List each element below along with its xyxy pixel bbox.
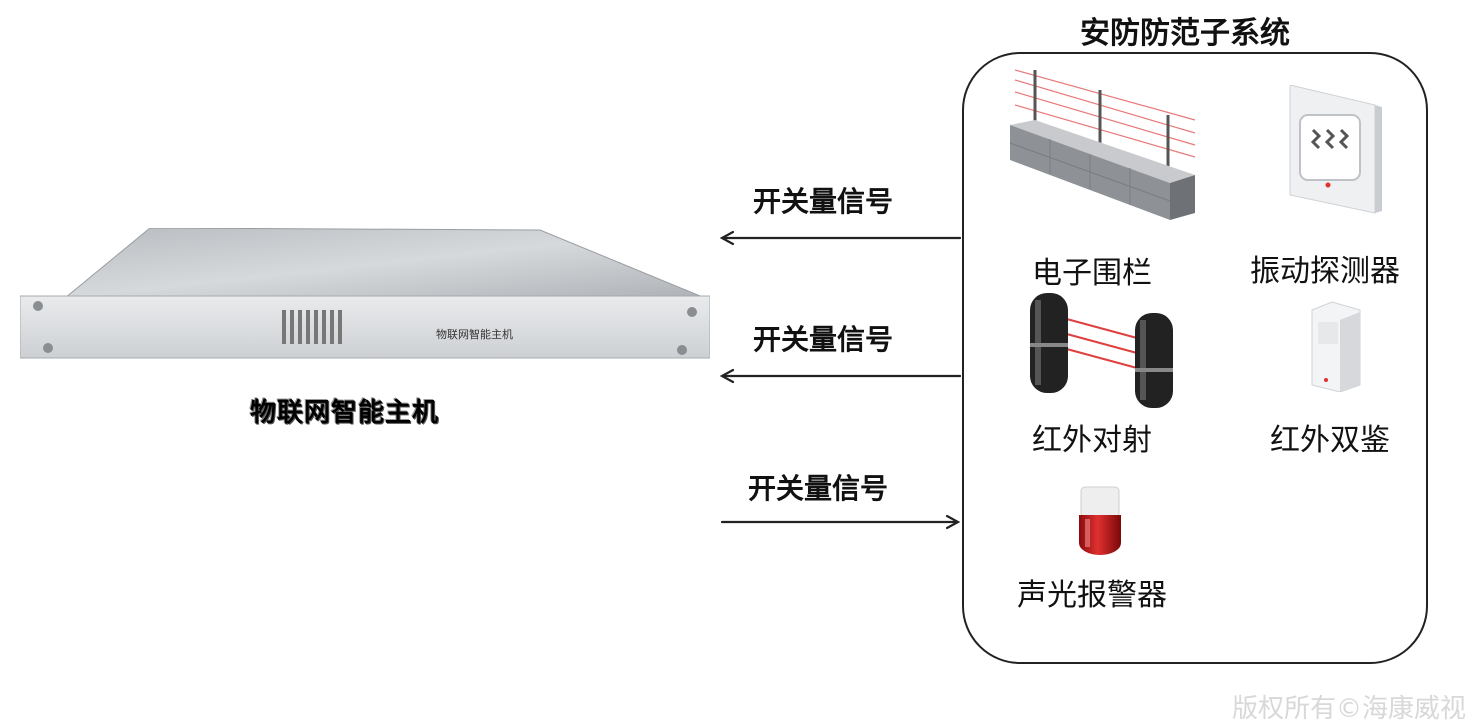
arrow-to-host-1 bbox=[719, 230, 962, 246]
device-label-siren: 声光报警器 bbox=[1017, 578, 1167, 613]
device-label-dual-tech-detector: 红外双鉴 bbox=[1270, 423, 1390, 458]
infrared-beam-icon bbox=[1030, 293, 1173, 408]
watermark: 版权所有©海康威视 bbox=[1232, 694, 1467, 724]
device-label-electric-fence: 电子围栏 bbox=[1032, 256, 1152, 291]
vibration-detector-icon bbox=[1289, 85, 1382, 214]
device-label-vibration-detector: 振动探测器 bbox=[1250, 254, 1400, 289]
subsystem-box bbox=[962, 52, 1428, 664]
signal-label-3: 开关量信号 bbox=[748, 472, 889, 505]
arrow-to-host-2 bbox=[719, 368, 962, 384]
arrow-to-subsystem bbox=[720, 514, 961, 530]
device-label-infrared-beam: 红外对射 bbox=[1032, 423, 1152, 458]
subsystem-title: 安防防范子系统 bbox=[1080, 16, 1290, 51]
dual-tech-detector-icon bbox=[1311, 301, 1361, 392]
signal-label-1: 开关量信号 bbox=[753, 185, 894, 218]
iot-host-device-icon bbox=[20, 228, 710, 359]
siren-icon bbox=[1079, 486, 1121, 555]
signal-label-2: 开关量信号 bbox=[753, 323, 894, 356]
host-panel-label: 物联网智能主机 bbox=[436, 328, 513, 341]
electric-fence-icon bbox=[1009, 69, 1196, 220]
host-caption: 物联网智能主机 bbox=[250, 398, 440, 428]
signal-arrows bbox=[719, 230, 962, 530]
